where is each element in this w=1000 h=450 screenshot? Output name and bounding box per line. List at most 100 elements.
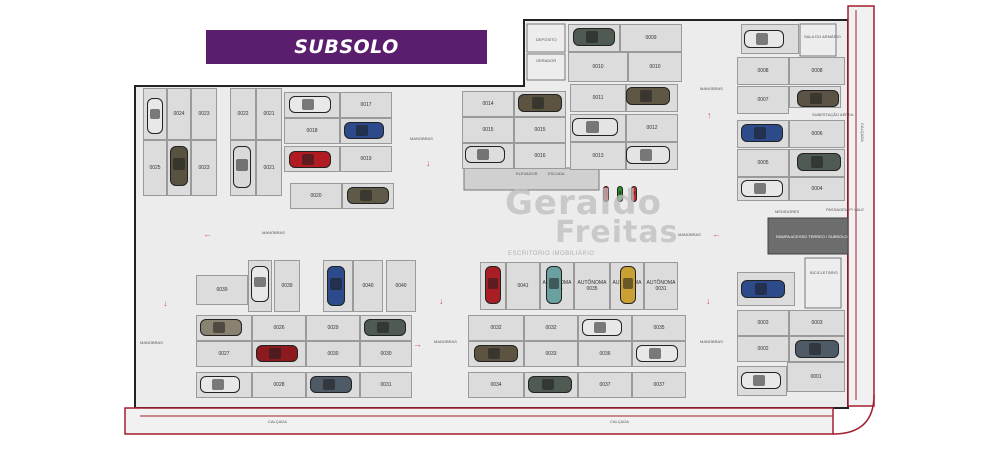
car-icon [626, 146, 670, 164]
watermark-line-2: Freitas [555, 215, 679, 250]
parking-spot-0039a: 0039 [196, 275, 248, 305]
parking-spot-0040b: 0040 [386, 260, 416, 312]
car-icon [485, 266, 501, 304]
parking-spot-0037a: 0037 [578, 372, 632, 398]
watermark-line-1: Geraldo [505, 183, 663, 223]
car-icon [518, 94, 562, 112]
sidewalk-label-right: CALÇADA [859, 123, 865, 142]
maneuver-label-2: MANOBRAS [262, 230, 285, 235]
parking-spot-0008a: 0008 [737, 57, 789, 85]
parking-spot-0040a: 0040 [353, 260, 383, 312]
motorcycle-icon [631, 186, 637, 202]
parking-spot-0022: 0022 [230, 88, 256, 140]
parking-spot-0027a: 0027 [196, 341, 252, 367]
arrow-up-icon: ↑ [707, 110, 712, 120]
parking-spot-0025: 0025 [143, 140, 167, 196]
parking-spot-0041b: 0041 [506, 262, 540, 310]
parking-spot-0032a: 0032 [468, 315, 524, 341]
passage-label: PASSAGEM P/ VALE [826, 207, 865, 212]
maneuver-label-7: MANOBRAS [678, 232, 701, 237]
parking-spot-0011a: 0011 [570, 84, 626, 112]
parking-spot-0020a: 0020 [290, 183, 342, 209]
parking-spot-0036a: 0036 [578, 341, 632, 367]
page-title: SUBSOLO [206, 30, 487, 64]
arrow-down-icon: ↓ [706, 296, 711, 306]
stairs-label: ESCADA [548, 171, 565, 176]
car-icon [465, 146, 505, 163]
parking-spot-0028b: 0028 [252, 372, 306, 398]
parking-spot-0021a: 0021 [256, 88, 282, 140]
car-icon [327, 266, 345, 306]
parking-spot-0001b: 0001 [787, 362, 845, 392]
car-icon [636, 345, 678, 362]
parking-spot-0032b: 0032 [524, 315, 578, 341]
car-icon [200, 376, 240, 393]
parking-spot-0007a: 0007 [737, 86, 789, 114]
car-icon [251, 266, 269, 302]
elevator-label: ELEVADOR [516, 171, 538, 176]
car-icon [572, 118, 618, 136]
car-icon [233, 146, 251, 188]
car-icon [310, 376, 352, 393]
car-icon [797, 90, 839, 107]
parking-spot-0021b: 0021 [256, 140, 282, 196]
parking-spot-0023b: 0023 [191, 140, 217, 196]
parking-spot-autonoma-0031: AUTÔNOMA 0031 [644, 262, 678, 310]
car-icon [364, 319, 406, 336]
parking-spot-autonoma-0035: AUTÔNOMA 0035 [574, 262, 610, 310]
parking-spot-0034a: 0034 [468, 372, 524, 398]
parking-spot-0010c: 0010 [628, 52, 682, 82]
parking-spot-0017b: 0017 [340, 92, 392, 118]
car-icon [741, 124, 783, 142]
motorcycle-icon [617, 186, 623, 202]
parking-spot-0030a: 0030 [306, 341, 360, 367]
room-label: SALA DO ARMÁRIO [804, 34, 841, 39]
parking-spot-0008b: 0008 [789, 57, 845, 85]
parking-spot-0016b: 0016 [514, 143, 566, 169]
car-icon [744, 30, 784, 48]
parking-spot-0026b: 0026 [252, 315, 306, 341]
parking-spot-0006b: 0006 [789, 120, 845, 148]
arrow-left-icon: ← [203, 229, 212, 239]
maneuver-label-5: MANOBRAS [700, 339, 723, 344]
parking-spot-0031b: 0031 [360, 372, 412, 398]
maneuver-label-6: MANOBRAS [700, 86, 723, 91]
parking-spot-0018a: 0018 [284, 118, 340, 144]
arrow-down-icon: ↓ [163, 298, 168, 308]
parking-spot-0010b: 0010 [568, 52, 628, 82]
parking-spot-0024-label: 0024 [167, 88, 191, 140]
generator-label: GERADOR [536, 58, 557, 63]
arrow-down-icon: ↓ [426, 158, 431, 168]
parking-spot-0037b: 0037 [632, 372, 686, 398]
car-icon [546, 266, 562, 304]
parking-spot-0005a: 0005 [737, 149, 789, 177]
car-icon [797, 153, 841, 171]
car-icon [741, 372, 781, 389]
sidewalk-label-2: CALÇADA [610, 419, 629, 424]
car-icon [289, 96, 331, 113]
car-icon [741, 280, 785, 298]
car-icon [582, 319, 622, 336]
car-icon [795, 340, 839, 358]
parking-spot-0002a: 0002 [737, 336, 789, 362]
parking-spot-0004b: 0004 [789, 177, 845, 201]
bike-rack-label: BICICLETÁRIO [810, 270, 838, 275]
arrow-down-icon: ↓ [439, 296, 444, 306]
parking-spot-0014a: 0014 [462, 91, 514, 117]
motorcycle-icon [603, 186, 609, 202]
ramp-label: RAMPA ACESSO TERREO / SUBSOLO [776, 234, 848, 239]
parking-spot-0015a: 0015 [462, 117, 514, 143]
car-icon [256, 345, 298, 362]
parking-spot-0035b: 0035 [632, 315, 686, 341]
deposit-label: DEPÓSITO [536, 37, 557, 42]
car-icon [200, 319, 242, 336]
car-icon [573, 28, 615, 46]
car-icon [147, 98, 163, 134]
meters-label: MEDIDORES [775, 209, 800, 214]
maneuver-label-3: MANOBRAS [140, 340, 163, 345]
parking-spot-0012b: 0012 [626, 114, 678, 142]
car-icon [344, 122, 384, 139]
arrow-right-icon: → [413, 339, 422, 349]
car-icon [289, 151, 331, 168]
